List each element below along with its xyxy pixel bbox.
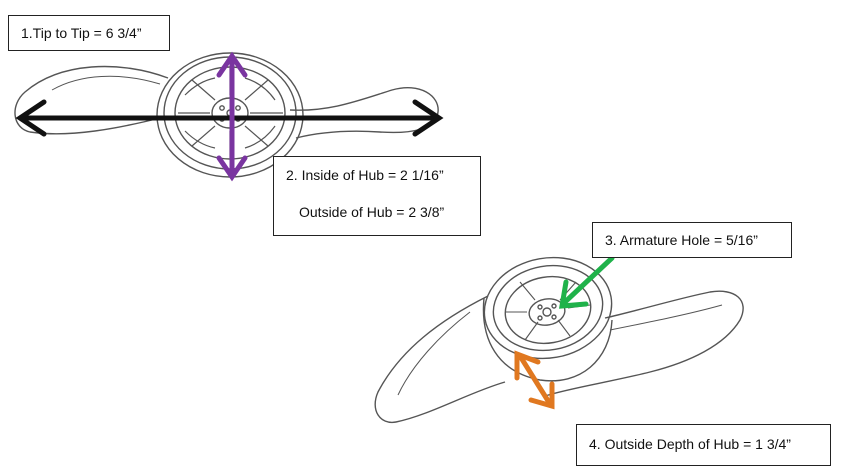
right-blade-outline [289, 87, 439, 139]
angled-hub-bolt [537, 315, 543, 321]
lower-blade-inner [397, 311, 471, 396]
armature-hole [542, 307, 552, 317]
armature-hole-label: 3. Armature Hole = 5/16” [592, 222, 792, 258]
hub-spokes [178, 68, 283, 158]
hub-rim-deep [504, 275, 592, 345]
outside-hub-text: Outside of Hub = 2 3/8” [299, 204, 445, 220]
armature-hole-text: 3. Armature Hole = 5/16” [605, 232, 758, 248]
propeller-angled-view [374, 256, 744, 424]
left-blade-inner [51, 75, 161, 91]
upper-blade-outline [544, 290, 744, 397]
hub-rim-inner [492, 264, 604, 352]
angled-hub-bolt [551, 314, 557, 320]
hub-diameter-arrow [216, 51, 248, 182]
inside-hub-text: 2. Inside of Hub = 2 1/16” [286, 167, 444, 183]
angled-hub-center [528, 298, 566, 326]
tip-to-tip-label: 1.Tip to Tip = 6 3/4” [8, 15, 170, 51]
left-blade-outline [14, 65, 169, 135]
hub-bolt [235, 105, 241, 111]
tip-to-tip-text: 1.Tip to Tip = 6 3/4” [21, 25, 142, 41]
hub-depth-arrow [514, 350, 555, 410]
lower-blade-outline [374, 295, 506, 424]
hub-body [482, 297, 613, 382]
hub-rim-front [483, 256, 613, 360]
upper-blade-inner [609, 304, 723, 331]
angled-hub-bolt [537, 304, 543, 310]
armature-hole-arrow [559, 255, 615, 309]
outside-depth-label: 4. Outside Depth of Hub = 1 3/4” [576, 424, 831, 466]
hub-diameter-label: 2. Inside of Hub = 2 1/16” Outside of Hu… [273, 156, 481, 236]
outside-depth-text: 4. Outside Depth of Hub = 1 3/4” [589, 436, 791, 452]
angled-hub-bolt [551, 303, 557, 309]
hub-bolt [219, 105, 225, 111]
